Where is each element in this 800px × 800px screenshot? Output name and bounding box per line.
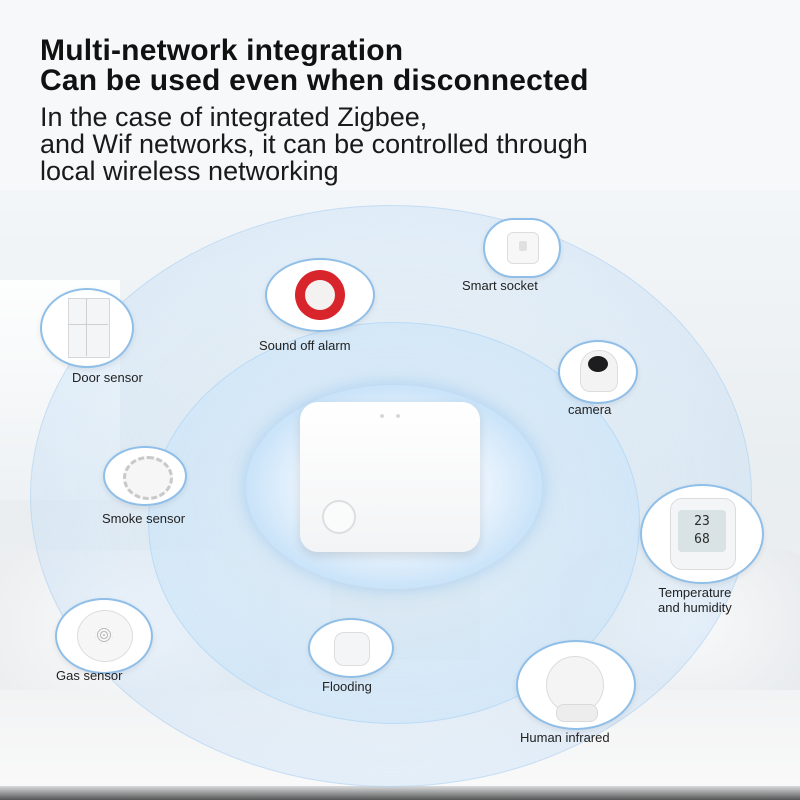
temperature-humidity-label: Temperature and humidity	[658, 585, 732, 615]
siren-alarm-icon	[265, 258, 375, 332]
gas-sensor-grill	[95, 626, 113, 644]
temperature-humidity-label-line-2: and humidity	[658, 600, 732, 615]
flooding-label: Flooding	[322, 679, 372, 694]
flood-sensor-body	[334, 632, 370, 666]
hub-led-icon	[396, 414, 400, 418]
door-sensor-label: Door sensor	[72, 370, 143, 385]
motion-sensor-base	[556, 704, 598, 722]
alarm-speaker	[305, 280, 335, 310]
human-infrared-label: Human infrared	[520, 730, 610, 745]
smoke-sensor-icon	[103, 446, 187, 506]
smoke-sensor-label: Smoke sensor	[102, 511, 186, 526]
gas-sensor-icon	[55, 598, 153, 674]
camera-lens	[588, 356, 608, 372]
motion-sensor-icon	[516, 640, 636, 730]
subheading-line-1: In the case of integrated Zigbee,	[40, 102, 428, 132]
zigbee-gateway-hub	[300, 402, 480, 552]
temperature-reading: 23	[694, 514, 710, 529]
door-sensor-icon	[40, 288, 134, 368]
camera-label: camera	[568, 402, 612, 417]
door-divider	[86, 298, 87, 356]
hub-button-icon	[322, 500, 356, 534]
thermometer-hygrometer-icon: 23 68	[640, 484, 764, 584]
subheading-line-3: local wireless networking	[40, 156, 339, 186]
thermometer-display: 23 68	[678, 510, 726, 552]
gas-sensor-label: Gas sensor	[56, 668, 123, 683]
temperature-humidity-label-line-1: Temperature	[658, 585, 732, 600]
humidity-reading: 68	[694, 532, 710, 547]
door-divider	[68, 324, 108, 325]
gas-sensor-body	[77, 610, 133, 662]
smart-socket-label: Smart socket	[462, 278, 538, 293]
subheading-line-2: and Wif networks, it can be controlled t…	[40, 129, 588, 159]
smart-socket-icon	[483, 218, 561, 278]
door-panel	[68, 298, 110, 358]
bottom-edge	[0, 786, 800, 800]
socket-plate	[507, 232, 539, 264]
smoke-detector-body	[123, 456, 173, 500]
headline-line-2: Can be used even when disconnected	[40, 64, 589, 97]
camera-icon	[558, 340, 638, 404]
water-leak-sensor-icon	[308, 618, 394, 678]
sound-off-alarm-label: Sound off alarm	[259, 338, 351, 353]
hub-led-icon	[380, 414, 384, 418]
headline-line-1: Multi-network integration	[40, 34, 404, 67]
